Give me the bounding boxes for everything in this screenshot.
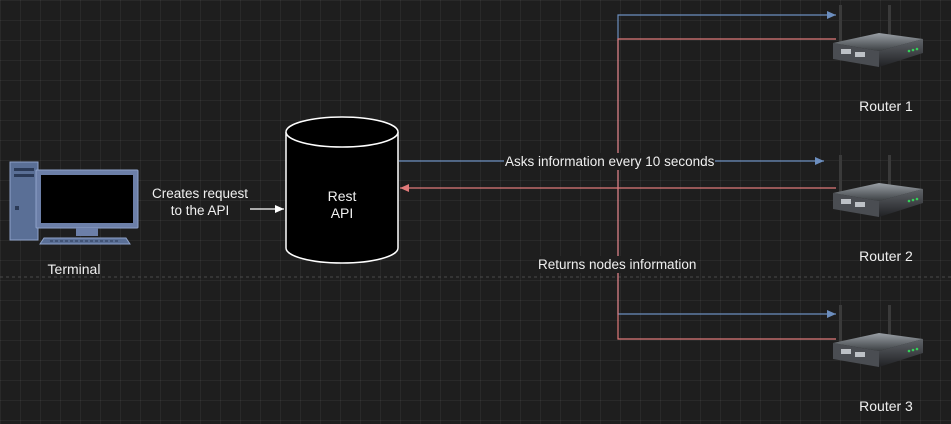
router-1-icon <box>833 5 923 67</box>
api-label-line2: API <box>330 205 354 221</box>
terminal-to-api-label: Creates request to the API <box>140 185 260 219</box>
router-1-label: Router 1 <box>859 98 913 114</box>
router-3-label: Router 3 <box>859 398 913 414</box>
router-3-icon <box>833 305 923 367</box>
terminal-label: Terminal <box>47 261 101 277</box>
api-label: Rest API <box>302 188 382 222</box>
api-database-cylinder <box>285 116 399 264</box>
api-label-line1: Rest <box>327 188 357 204</box>
response-line-router-1 <box>617 38 836 188</box>
terminal-to-api-label-line2: to the API <box>170 203 230 218</box>
request-line-router-3 <box>617 161 836 318</box>
terminal-to-api-label-line1: Creates request <box>151 186 249 201</box>
response-line-router-3 <box>617 188 836 340</box>
router-2-icon <box>833 155 923 217</box>
request-edge-label: Asks information every 10 seconds <box>504 153 716 170</box>
router-2-label: Router 2 <box>859 248 913 264</box>
desktop-computer-icon <box>9 161 139 245</box>
response-edge-label: Returns nodes information <box>537 256 698 273</box>
request-line-router-1 <box>617 11 836 161</box>
